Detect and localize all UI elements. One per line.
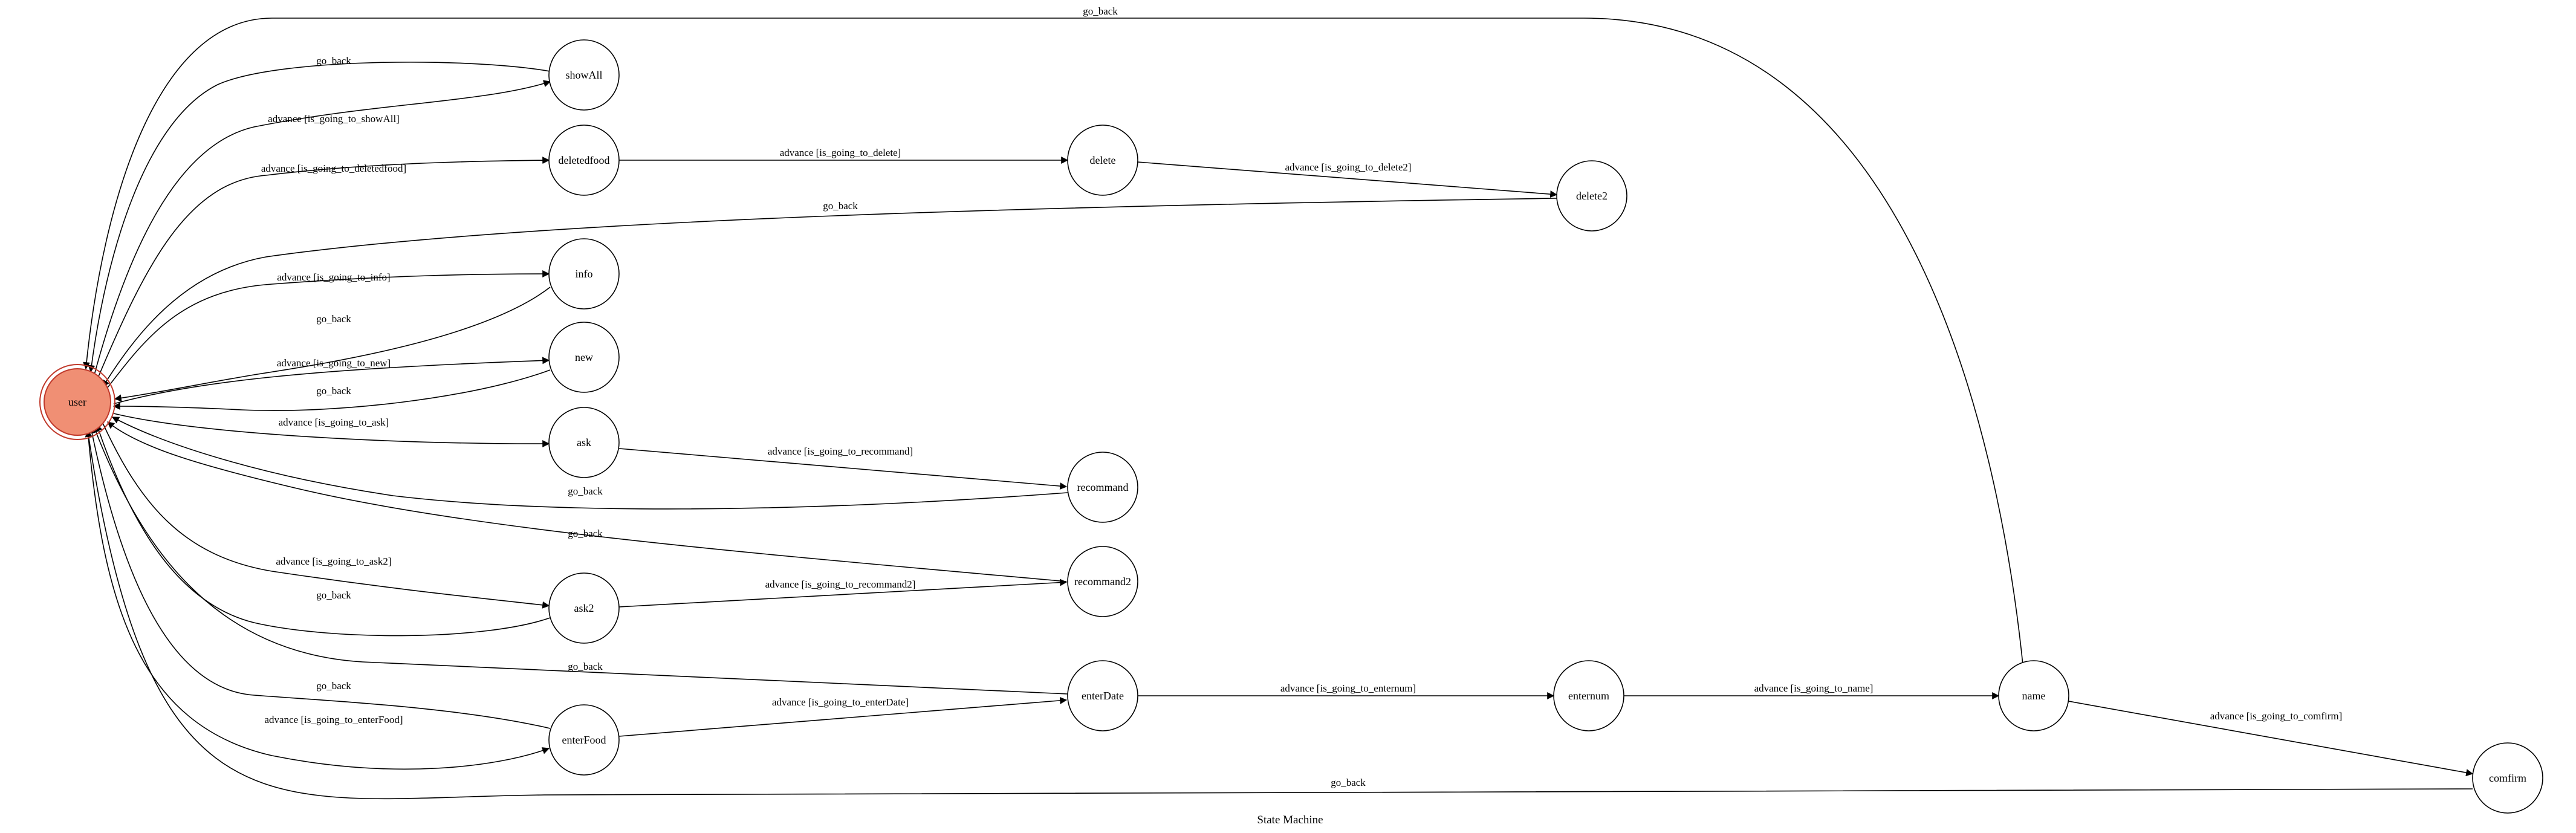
edge-enterFood-user xyxy=(88,426,551,729)
edge-label-user-info: advance [is_going_to_info] xyxy=(277,271,390,283)
edge-label-recommand-user: go_back xyxy=(568,485,603,497)
node-delete2-label: delete2 xyxy=(1576,190,1608,202)
edge-user-deletedfood xyxy=(97,157,550,378)
edge-label-user-ask2: advance [is_going_to_ask2] xyxy=(276,556,391,567)
node-name-label: name xyxy=(2022,690,2046,702)
node-deletedfood: deletedfood xyxy=(548,125,620,196)
edge-enterFood-enterDate xyxy=(618,696,1068,737)
edge-label-user-showAll: advance [is_going_to_showAll] xyxy=(268,113,400,125)
edge-enterDate-user xyxy=(92,425,1068,695)
node-recommand: recommand xyxy=(1067,452,1138,523)
edge-label-enterFood-user: go_back xyxy=(316,680,351,692)
edge-label-name-user: go_back xyxy=(1083,5,1118,17)
node-name: name xyxy=(1998,660,2069,731)
edge-label-user-enterFood: advance [is_going_to_enterFood] xyxy=(265,714,403,725)
node-enternum-label: enternum xyxy=(1568,690,1609,702)
node-recommand2-label: recommand2 xyxy=(1074,575,1131,588)
edge-user-showAll xyxy=(94,80,551,375)
edge-label-delete2-user: go_back xyxy=(823,200,858,212)
edge-label-user-ask: advance [is_going_to_ask] xyxy=(279,416,389,428)
edge-new-user xyxy=(112,369,551,411)
node-delete2: delete2 xyxy=(1556,160,1627,232)
edge-label-ask2-user: go_back xyxy=(316,589,351,601)
edge-delete2-user xyxy=(102,198,1557,388)
edge-recommand2-user xyxy=(107,421,1067,582)
edge-showAll-user xyxy=(88,62,551,373)
edge-recommand-user xyxy=(111,416,1068,510)
edge-name-comfirm xyxy=(2068,701,2474,776)
edge-label-info-user: go_back xyxy=(316,313,351,325)
node-enterDate: enterDate xyxy=(1067,660,1138,731)
edge-ask2-user xyxy=(95,423,551,637)
edge-name-user xyxy=(83,18,2026,690)
node-recommand2: recommand2 xyxy=(1067,546,1138,617)
edge-label-user-deletedfood: advance [is_going_to_deletedfood] xyxy=(261,163,406,174)
node-user-label: user xyxy=(68,396,86,408)
edge-label-showAll-user: go_back xyxy=(316,55,351,66)
edge-user-ask2 xyxy=(102,423,550,609)
edge-label-enterFood-enterDate: advance [is_going_to_enterDate] xyxy=(772,696,909,708)
edge-delete-delete2 xyxy=(1137,161,1558,198)
node-enternum: enternum xyxy=(1553,660,1624,731)
nodes: user showAll deletedfood delete delete2 … xyxy=(39,39,2543,814)
edge-user-new xyxy=(113,357,550,404)
edge-label-comfirm-user: go_back xyxy=(1331,777,1366,788)
node-info: info xyxy=(548,238,620,310)
node-showAll: showAll xyxy=(548,39,620,111)
edge-user-info xyxy=(105,270,550,391)
edges: go_back go_back advance [is_going_to_sho… xyxy=(83,5,2474,800)
edge-comfirm-user xyxy=(85,429,2473,800)
node-ask-label: ask xyxy=(577,436,591,449)
edge-label-ask2-recommand2: advance [is_going_to_recommand2] xyxy=(765,579,916,590)
edge-label-recommand2-user: go_back xyxy=(568,528,603,539)
node-enterFood-label: enterFood xyxy=(562,734,606,746)
edge-label-enterDate-enternum: advance [is_going_to_enternum] xyxy=(1280,682,1416,694)
node-new: new xyxy=(548,322,620,393)
node-new-label: new xyxy=(575,351,593,363)
node-delete-label: delete xyxy=(1090,154,1116,166)
edge-label-user-new: advance [is_going_to_new] xyxy=(277,357,391,369)
edge-label-name-comfirm: advance [is_going_to_comfirm] xyxy=(2210,710,2343,722)
edge-label-deletedfood-delete: advance [is_going_to_delete] xyxy=(780,147,901,158)
edge-user-ask xyxy=(113,413,550,448)
node-deletedfood-label: deletedfood xyxy=(559,154,610,166)
node-enterDate-label: enterDate xyxy=(1082,690,1124,702)
node-user-outer-ring xyxy=(39,364,115,440)
node-comfirm-label: comfirm xyxy=(2489,772,2526,784)
diagram-caption: State Machine xyxy=(1257,814,1323,826)
edge-label-ask-recommand: advance [is_going_to_recommand] xyxy=(768,446,913,457)
node-ask: ask xyxy=(548,407,620,478)
edge-label-enterDate-user: go_back xyxy=(568,661,603,672)
node-recommand-label: recommand xyxy=(1077,481,1129,493)
edge-user-enterFood xyxy=(87,429,550,770)
edge-ask2-recommand2 xyxy=(618,579,1068,608)
edge-label-enternum-name: advance [is_going_to_name] xyxy=(1754,682,1874,694)
node-ask2: ask2 xyxy=(548,572,620,644)
node-showAll-label: showAll xyxy=(565,69,602,81)
edge-label-delete-delete2: advance [is_going_to_delete2] xyxy=(1285,161,1411,173)
node-comfirm: comfirm xyxy=(2472,742,2543,814)
edge-info-user xyxy=(114,287,551,402)
edge-label-new-user: go_back xyxy=(316,385,351,397)
node-delete: delete xyxy=(1067,125,1138,196)
edge-ask-recommand xyxy=(618,448,1068,490)
node-user-circle xyxy=(44,368,111,436)
node-ask2-label: ask2 xyxy=(574,602,594,614)
node-enterFood: enterFood xyxy=(548,704,620,776)
node-user: user xyxy=(39,364,115,440)
node-info-label: info xyxy=(576,268,593,280)
